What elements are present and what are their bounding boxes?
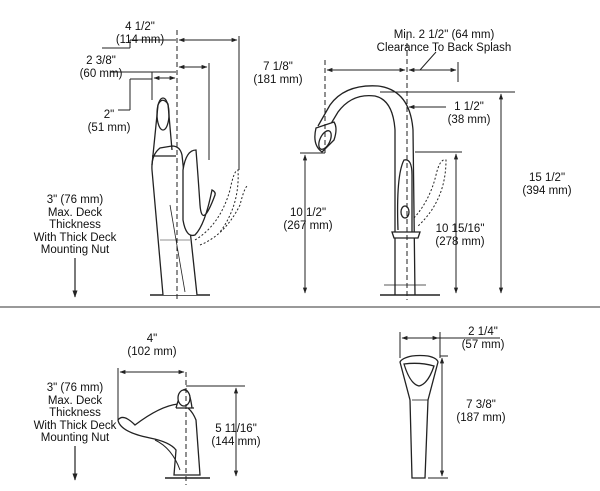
soap-deck-note-line: Thickness <box>49 407 101 419</box>
side-handle-reach-inch: 2 3/8" <box>86 55 116 67</box>
side-deck-note-line: 3" (76 mm) <box>46 194 104 206</box>
side-deck-note-line: Thickness <box>49 219 101 231</box>
side-overall-reach-label: 4 1/2" (114 mm) <box>95 21 185 46</box>
side-handle-reach-mm: (60 mm) <box>79 67 123 80</box>
front-clearance-label: Min. 2 1/2" (64 mm) Clearance To Back Sp… <box>364 29 524 54</box>
front-handle-offset-inch: 1 1/2" <box>454 101 484 113</box>
sprayer-width-inch: 2 1/4" <box>468 326 498 338</box>
soap-height-label: 5 11/16" (144 mm) <box>196 423 276 448</box>
soap-reach-mm: (102 mm) <box>127 345 177 358</box>
soap-deck-note-line: Mounting Nut <box>40 432 110 444</box>
front-handle-height-inch: 10 15/16" <box>435 223 485 235</box>
side-deck-note-line: Max. Deck <box>47 206 103 219</box>
soap-deck-note-line: Max. Deck <box>47 394 103 407</box>
front-handle-height-label: 10 15/16" (278 mm) <box>420 223 500 248</box>
soap-dispenser-drawing <box>117 388 210 479</box>
soap-deck-note-line: With Thick Deck <box>33 419 117 432</box>
front-spout-height-mm: (267 mm) <box>283 219 333 232</box>
front-clearance-line1: Min. 2 1/2" (64 mm) <box>393 29 495 41</box>
side-deck-note: 3" (76 mm) Max. Deck Thickness With Thic… <box>20 194 130 257</box>
side-sprayer-drawing <box>399 354 439 479</box>
front-overall-height-inch: 15 1/2" <box>528 172 566 184</box>
side-handle-offset-label: 2" (51 mm) <box>74 109 144 134</box>
side-handle-offset-inch: 2" <box>103 109 115 121</box>
side-view-faucet <box>150 97 249 296</box>
front-overall-height-label: 15 1/2" (394 mm) <box>505 172 589 197</box>
front-overall-height-mm: (394 mm) <box>522 184 572 197</box>
front-spout-reach-label: 7 1/8" (181 mm) <box>238 61 318 86</box>
soap-reach-label: 4" (102 mm) <box>112 333 192 358</box>
soap-deck-note-line: 3" (76 mm) <box>46 382 104 394</box>
front-handle-offset-mm: (38 mm) <box>447 113 491 126</box>
soap-deck-note: 3" (76 mm) Max. Deck Thickness With Thic… <box>20 382 130 445</box>
front-handle-offset-label: 1 1/2" (38 mm) <box>436 101 502 126</box>
soap-height-inch: 5 11/16" <box>215 423 257 435</box>
side-handle-offset-mm: (51 mm) <box>87 121 131 134</box>
sprayer-height-label: 7 3/8" (187 mm) <box>446 399 516 424</box>
soap-height-mm: (144 mm) <box>211 435 261 448</box>
side-handle-reach-label: 2 3/8" (60 mm) <box>61 55 141 80</box>
side-overall-reach-inch: 4 1/2" <box>125 21 155 33</box>
front-spout-reach-inch: 7 1/8" <box>263 61 293 73</box>
side-deck-note-line: Mounting Nut <box>40 244 110 256</box>
front-clearance-line2: Clearance To Back Splash <box>376 41 512 54</box>
front-view-faucet <box>314 85 447 296</box>
side-overall-reach-mm: (114 mm) <box>115 33 165 46</box>
front-spout-height-inch: 10 1/2" <box>289 207 327 219</box>
front-handle-height-mm: (278 mm) <box>435 235 485 248</box>
sprayer-width-label: 2 1/4" (57 mm) <box>448 326 518 351</box>
front-spout-height-label: 10 1/2" (267 mm) <box>268 207 348 232</box>
soap-reach-inch: 4" <box>146 333 158 345</box>
sprayer-height-inch: 7 3/8" <box>466 399 496 411</box>
front-spout-reach-mm: (181 mm) <box>253 73 303 86</box>
sprayer-width-mm: (57 mm) <box>461 338 505 351</box>
sprayer-height-mm: (187 mm) <box>456 411 506 424</box>
side-deck-note-line: With Thick Deck <box>33 231 117 244</box>
